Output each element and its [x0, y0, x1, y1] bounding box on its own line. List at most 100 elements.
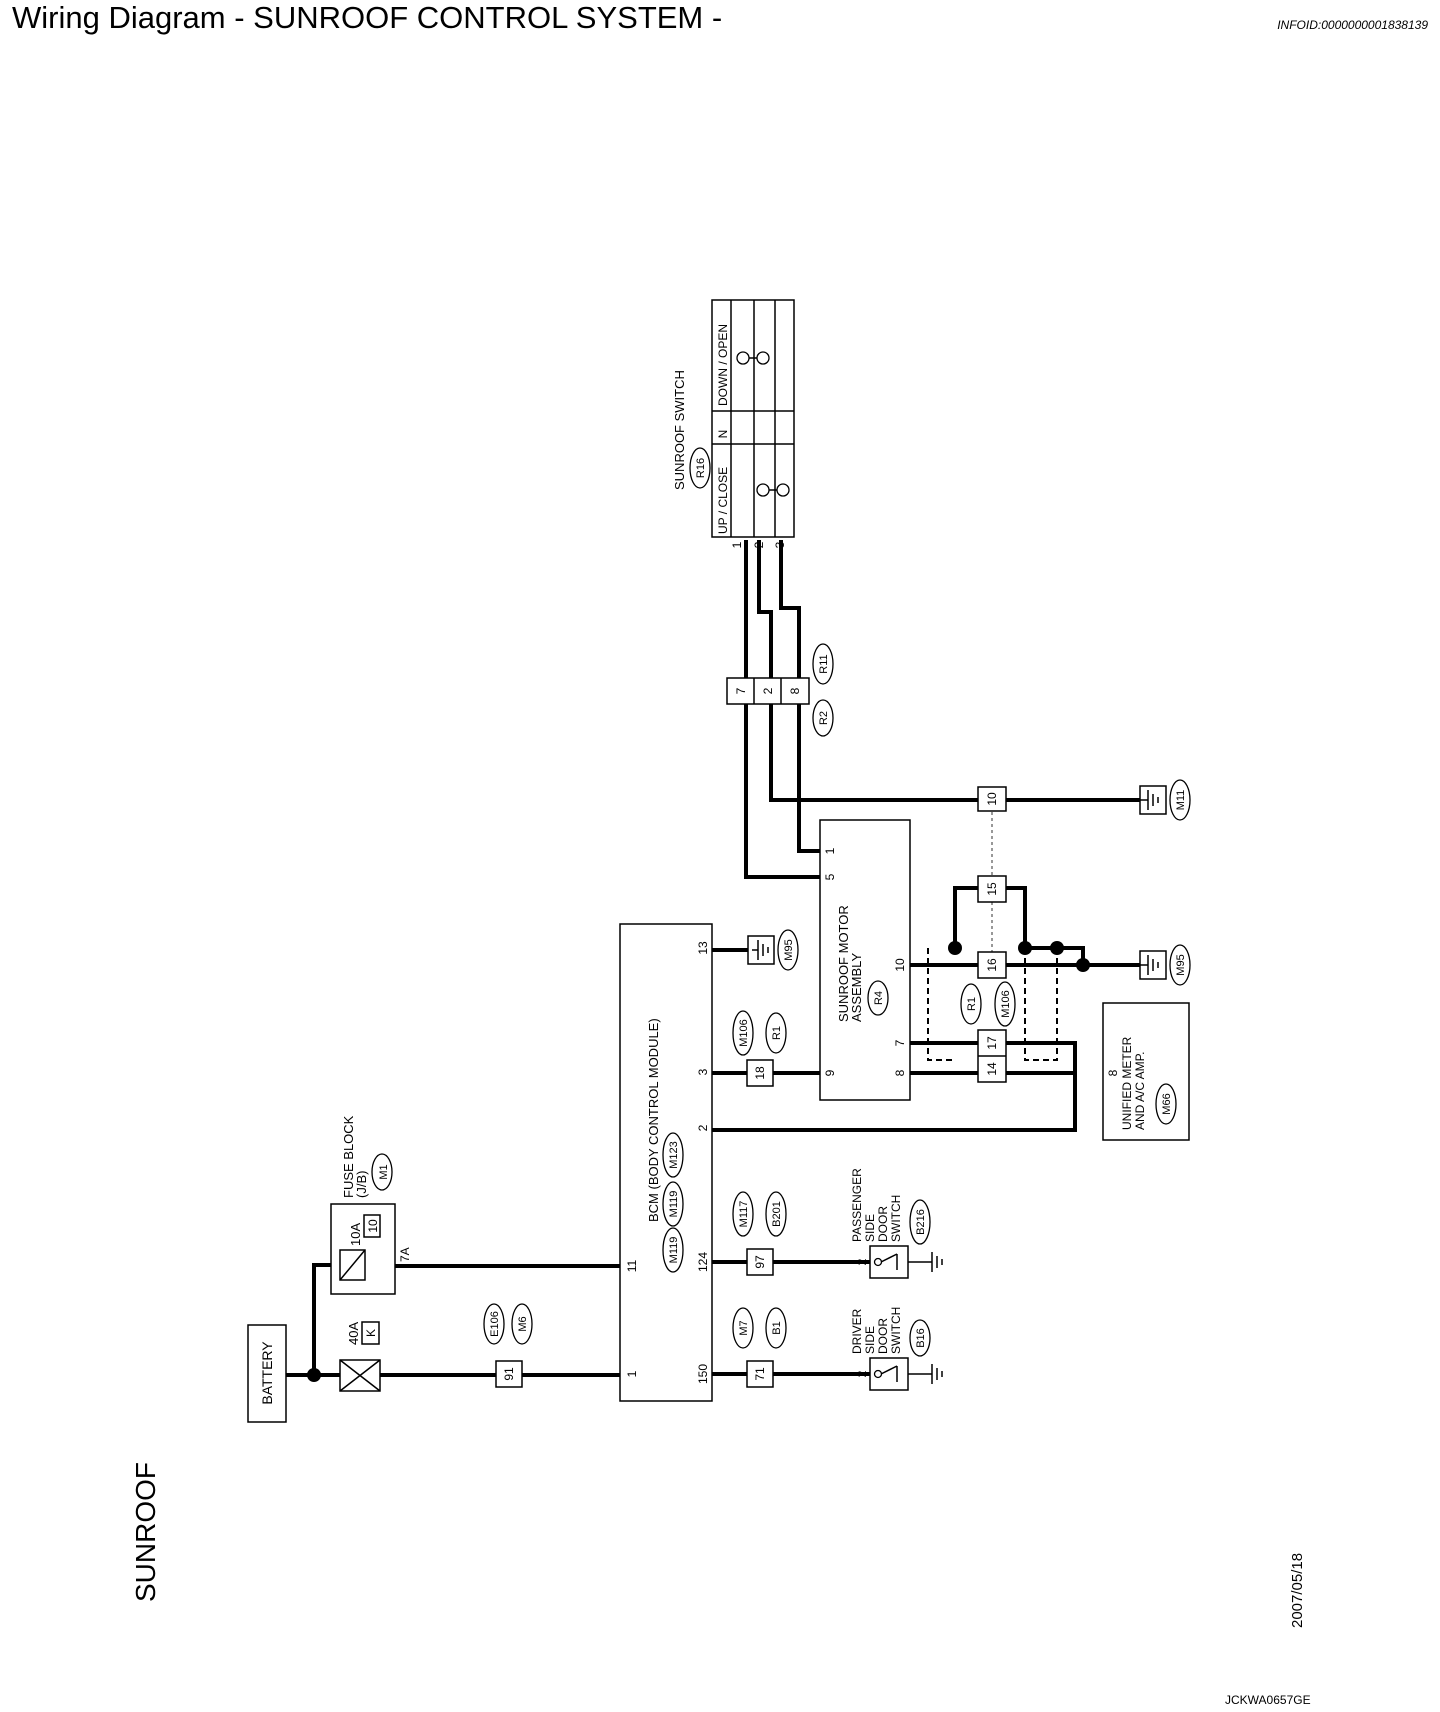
fuse-40a-id: K	[364, 1329, 378, 1337]
bcm-connector-2: M119	[668, 1191, 680, 1218]
connector-71-tag-b1: B1	[771, 1321, 783, 1334]
passenger-door-switch: 2 PASSENGER SIDE DOOR SWITCH B216	[850, 1168, 943, 1279]
connector-pin-14: 14	[985, 1062, 999, 1076]
battery: BATTERY	[247, 1324, 287, 1423]
connector-71-tag-m7: M7	[738, 1320, 750, 1335]
passenger-switch-line4: SWITCH	[889, 1195, 903, 1242]
connector-91-tag-m6: M6	[517, 1316, 529, 1331]
ground-m11: M11	[1139, 779, 1191, 821]
ground-m11-label: M11	[1175, 790, 1187, 811]
ground-m95-label: M95	[783, 939, 795, 960]
connector-r2-tag: R2	[818, 711, 830, 725]
connector-pin-15: 15	[985, 882, 999, 896]
passenger-switch-line3: DOOR	[876, 1206, 890, 1242]
motor-label-line1: SUNROOF MOTOR	[836, 905, 851, 1022]
bcm-label: BCM (BODY CONTROL MODULE)	[646, 1018, 661, 1222]
connector-97-tag-m117: M117	[738, 1201, 750, 1228]
driver-switch-line1: DRIVER	[850, 1308, 864, 1354]
connector-pin-16: 16	[985, 958, 999, 972]
connector-r11-pin-8: 8	[788, 687, 802, 694]
junction-dot	[948, 941, 962, 955]
fuse-block-terminal: 7A	[398, 1247, 412, 1262]
junction-dot	[307, 1368, 321, 1382]
bcm-pin-2: 2	[696, 1124, 710, 1131]
motor-connector: R4	[873, 991, 885, 1005]
fuse-block-sub: (J/B)	[354, 1171, 369, 1198]
wire-switch1-motor5	[744, 540, 820, 879]
motor-pin-9: 9	[823, 1069, 837, 1076]
fuse-block-label: FUSE BLOCK	[341, 1115, 356, 1198]
switch-contact	[756, 483, 770, 497]
driver-switch-connector: B16	[915, 1328, 927, 1348]
connector-r11: 7 2 8 R11 R2	[726, 643, 834, 737]
figure-code: JCKWA0657GE	[1225, 1693, 1311, 1707]
meter-pin-8: 8	[1106, 1069, 1120, 1076]
unified-meter-ac-amp: 8 UNIFIED METER AND A/C AMP. M66	[1102, 1002, 1190, 1141]
battery-label: BATTERY	[259, 1341, 275, 1405]
connector-stack-tag-r1: R1	[966, 997, 978, 1011]
switch-pin-2: 2	[752, 541, 766, 548]
connector-91: 91 E106 M6	[483, 1303, 533, 1388]
connector-18-tag-m106: M106	[738, 1019, 750, 1047]
connector-97-pin: 97	[753, 1255, 767, 1269]
motor-label-line2: ASSEMBLY	[849, 953, 864, 1022]
section-label: SUNROOF	[130, 1462, 161, 1602]
fuse-block-connector: M1	[378, 1164, 390, 1179]
junction-dot	[1050, 941, 1064, 955]
connector-r11-pin-2: 2	[761, 687, 775, 694]
driver-switch-line2: SIDE	[863, 1326, 877, 1354]
wire-switch3-motor1	[779, 540, 820, 853]
connector-97-tag-b201: B201	[771, 1201, 783, 1227]
connector-91-tag-e106: E106	[489, 1311, 501, 1337]
motor-pin-7: 7	[893, 1039, 907, 1046]
motor-pin-8: 8	[893, 1069, 907, 1076]
motor-pin-10: 10	[893, 958, 907, 972]
switch-position-up-close: UP / CLOSE	[716, 467, 730, 534]
switch-position-down-open: DOWN / OPEN	[716, 324, 730, 406]
bcm-module: BCM (BODY CONTROL MODULE) M119 M119 M123…	[619, 923, 713, 1402]
passenger-switch-connector: B216	[915, 1209, 927, 1235]
switch-pin-3: 3	[773, 541, 787, 548]
sunroof-motor-assembly: SUNROOF MOTOR ASSEMBLY R4 1 5 9 10 7 8	[819, 819, 911, 1101]
info-id: INFOID:0000000001838139	[1277, 18, 1428, 32]
meter-label-line1: UNIFIED METER	[1120, 1036, 1134, 1130]
driver-door-switch: 2 DRIVER SIDE DOOR SWITCH B16	[850, 1307, 943, 1391]
ground-m95-motor-label: M95	[1175, 954, 1187, 975]
bcm-pin-124: 124	[696, 1252, 710, 1272]
connector-71-pin: 71	[753, 1367, 767, 1381]
motor-pin-5: 5	[823, 873, 837, 880]
connector-pin-17: 17	[985, 1036, 999, 1050]
passenger-switch-line1: PASSENGER	[850, 1168, 864, 1242]
passenger-switch-pin: 2	[855, 1258, 869, 1265]
passenger-switch-line2: SIDE	[863, 1214, 877, 1242]
fuse-block: FUSE BLOCK (J/B) M1 10A 10 7A	[330, 1115, 412, 1295]
driver-switch-pin: 2	[855, 1370, 869, 1377]
wire-switch2-ground	[757, 540, 1140, 802]
connector-18: 18 M106 R1	[732, 1010, 787, 1087]
junction-dot	[1076, 958, 1090, 972]
shield-right	[1024, 948, 1058, 1061]
motor-pin-1: 1	[823, 847, 837, 854]
connector-m106-stack: 10 15 16 17 14 R1 M106	[960, 786, 1016, 1083]
connector-71: 71 M7 B1	[732, 1307, 787, 1388]
switch-label: SUNROOF SWITCH	[672, 370, 687, 490]
switch-pin-1: 1	[730, 541, 744, 548]
connector-r11-tag: R11	[818, 654, 830, 673]
driver-switch-line4: SWITCH	[889, 1307, 903, 1354]
bcm-connector-3: M123	[668, 1141, 680, 1169]
ground-m95-bcm: M95	[747, 929, 799, 971]
switch-connector: R16	[695, 458, 707, 478]
diagram-date: 2007/05/18	[1289, 1553, 1306, 1628]
fuse-block-rating: 10A	[348, 1223, 363, 1246]
bcm-pin-3: 3	[696, 1068, 710, 1075]
fuse-block-id: 10	[366, 1219, 380, 1233]
shield-left	[927, 948, 955, 1061]
fusible-link-40a: 40A K	[339, 1321, 381, 1392]
bcm-connector-1: M119	[668, 1237, 680, 1264]
driver-switch-line3: DOOR	[876, 1318, 890, 1354]
connector-18-pin: 18	[753, 1066, 767, 1080]
bcm-pin-13: 13	[696, 941, 710, 955]
wire-bcm2-meter8	[712, 1041, 1077, 1132]
switch-contact	[776, 483, 790, 497]
